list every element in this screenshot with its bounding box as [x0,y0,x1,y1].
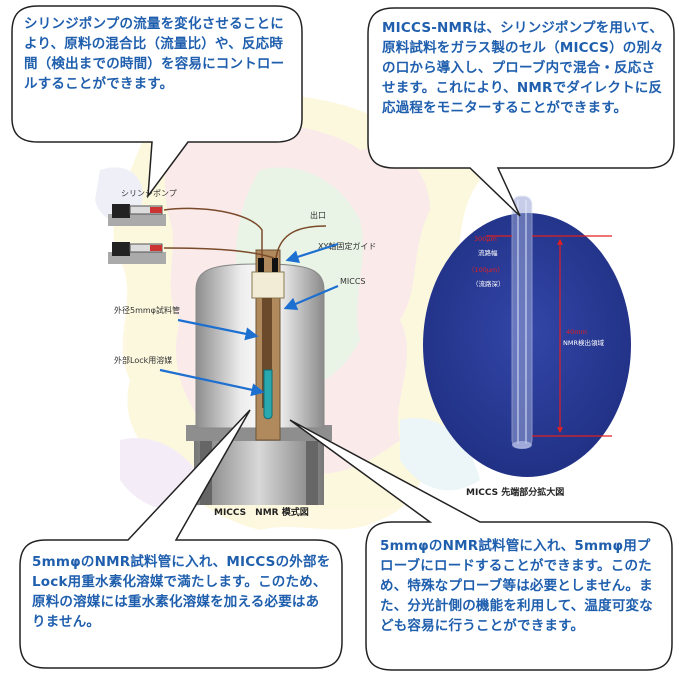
callout-bottom-right [289,419,673,671]
syringe-pump-1 [108,204,166,226]
callout-top-left [11,5,303,199]
enlarged-caption: MICCS 先端部分拡大図 [466,486,564,498]
miccs-cell [263,369,273,420]
outer-tube-label: 外径5mmφ試料管 [114,305,180,315]
callout-bottom-left-text: 5mmφのNMR試料管に入れ、MICCSの外部をLock用重水素化溶媒で満たしま… [32,554,331,630]
syringe-pump-2 [108,242,166,264]
enlarged-view: 300μm 流路幅 （100μm） （流路深） 40mm NMR検出領域 [423,195,631,477]
callout-top-right-text: MICCS-NMRは、シリンジポンプを用いて、原料試料をガラス製のセル（MICC… [382,20,664,116]
pointer-arrows [159,242,339,397]
channel-depth-value: （100μm） [468,266,504,274]
lock-solvent-label: 外部Lock用溶媒 [114,355,172,365]
callout-top-left-text: シリンジポンプの流量を変化させることにより、原料の混合比（流量比）や、反応時間（… [24,16,285,92]
nmr-magnet [186,249,332,505]
tubing [163,207,263,258]
callout-bottom-right-text: 5mmφのNMR試料管に入れ、5mmφ用プローブにロードすることができます。この… [380,538,653,634]
callout-bottom-left [19,409,343,669]
channel-width-value: 300μm [474,235,497,243]
callout-top-right [367,7,675,217]
detect-region-label: NMR検出領域 [563,338,604,347]
xy-guide-label: XY軸固定ガイド [318,241,376,251]
diagram-caption: MICCS NMR 模式図 [214,506,309,518]
channel-depth-label: （流路深） [472,279,505,288]
channel-width-label: 流路幅 [478,248,498,257]
detect-length-value: 40mm [566,328,587,336]
miccs-label: MICCS [340,277,366,286]
outlet-label: 出口 [310,210,326,220]
glass-tube [511,195,533,449]
